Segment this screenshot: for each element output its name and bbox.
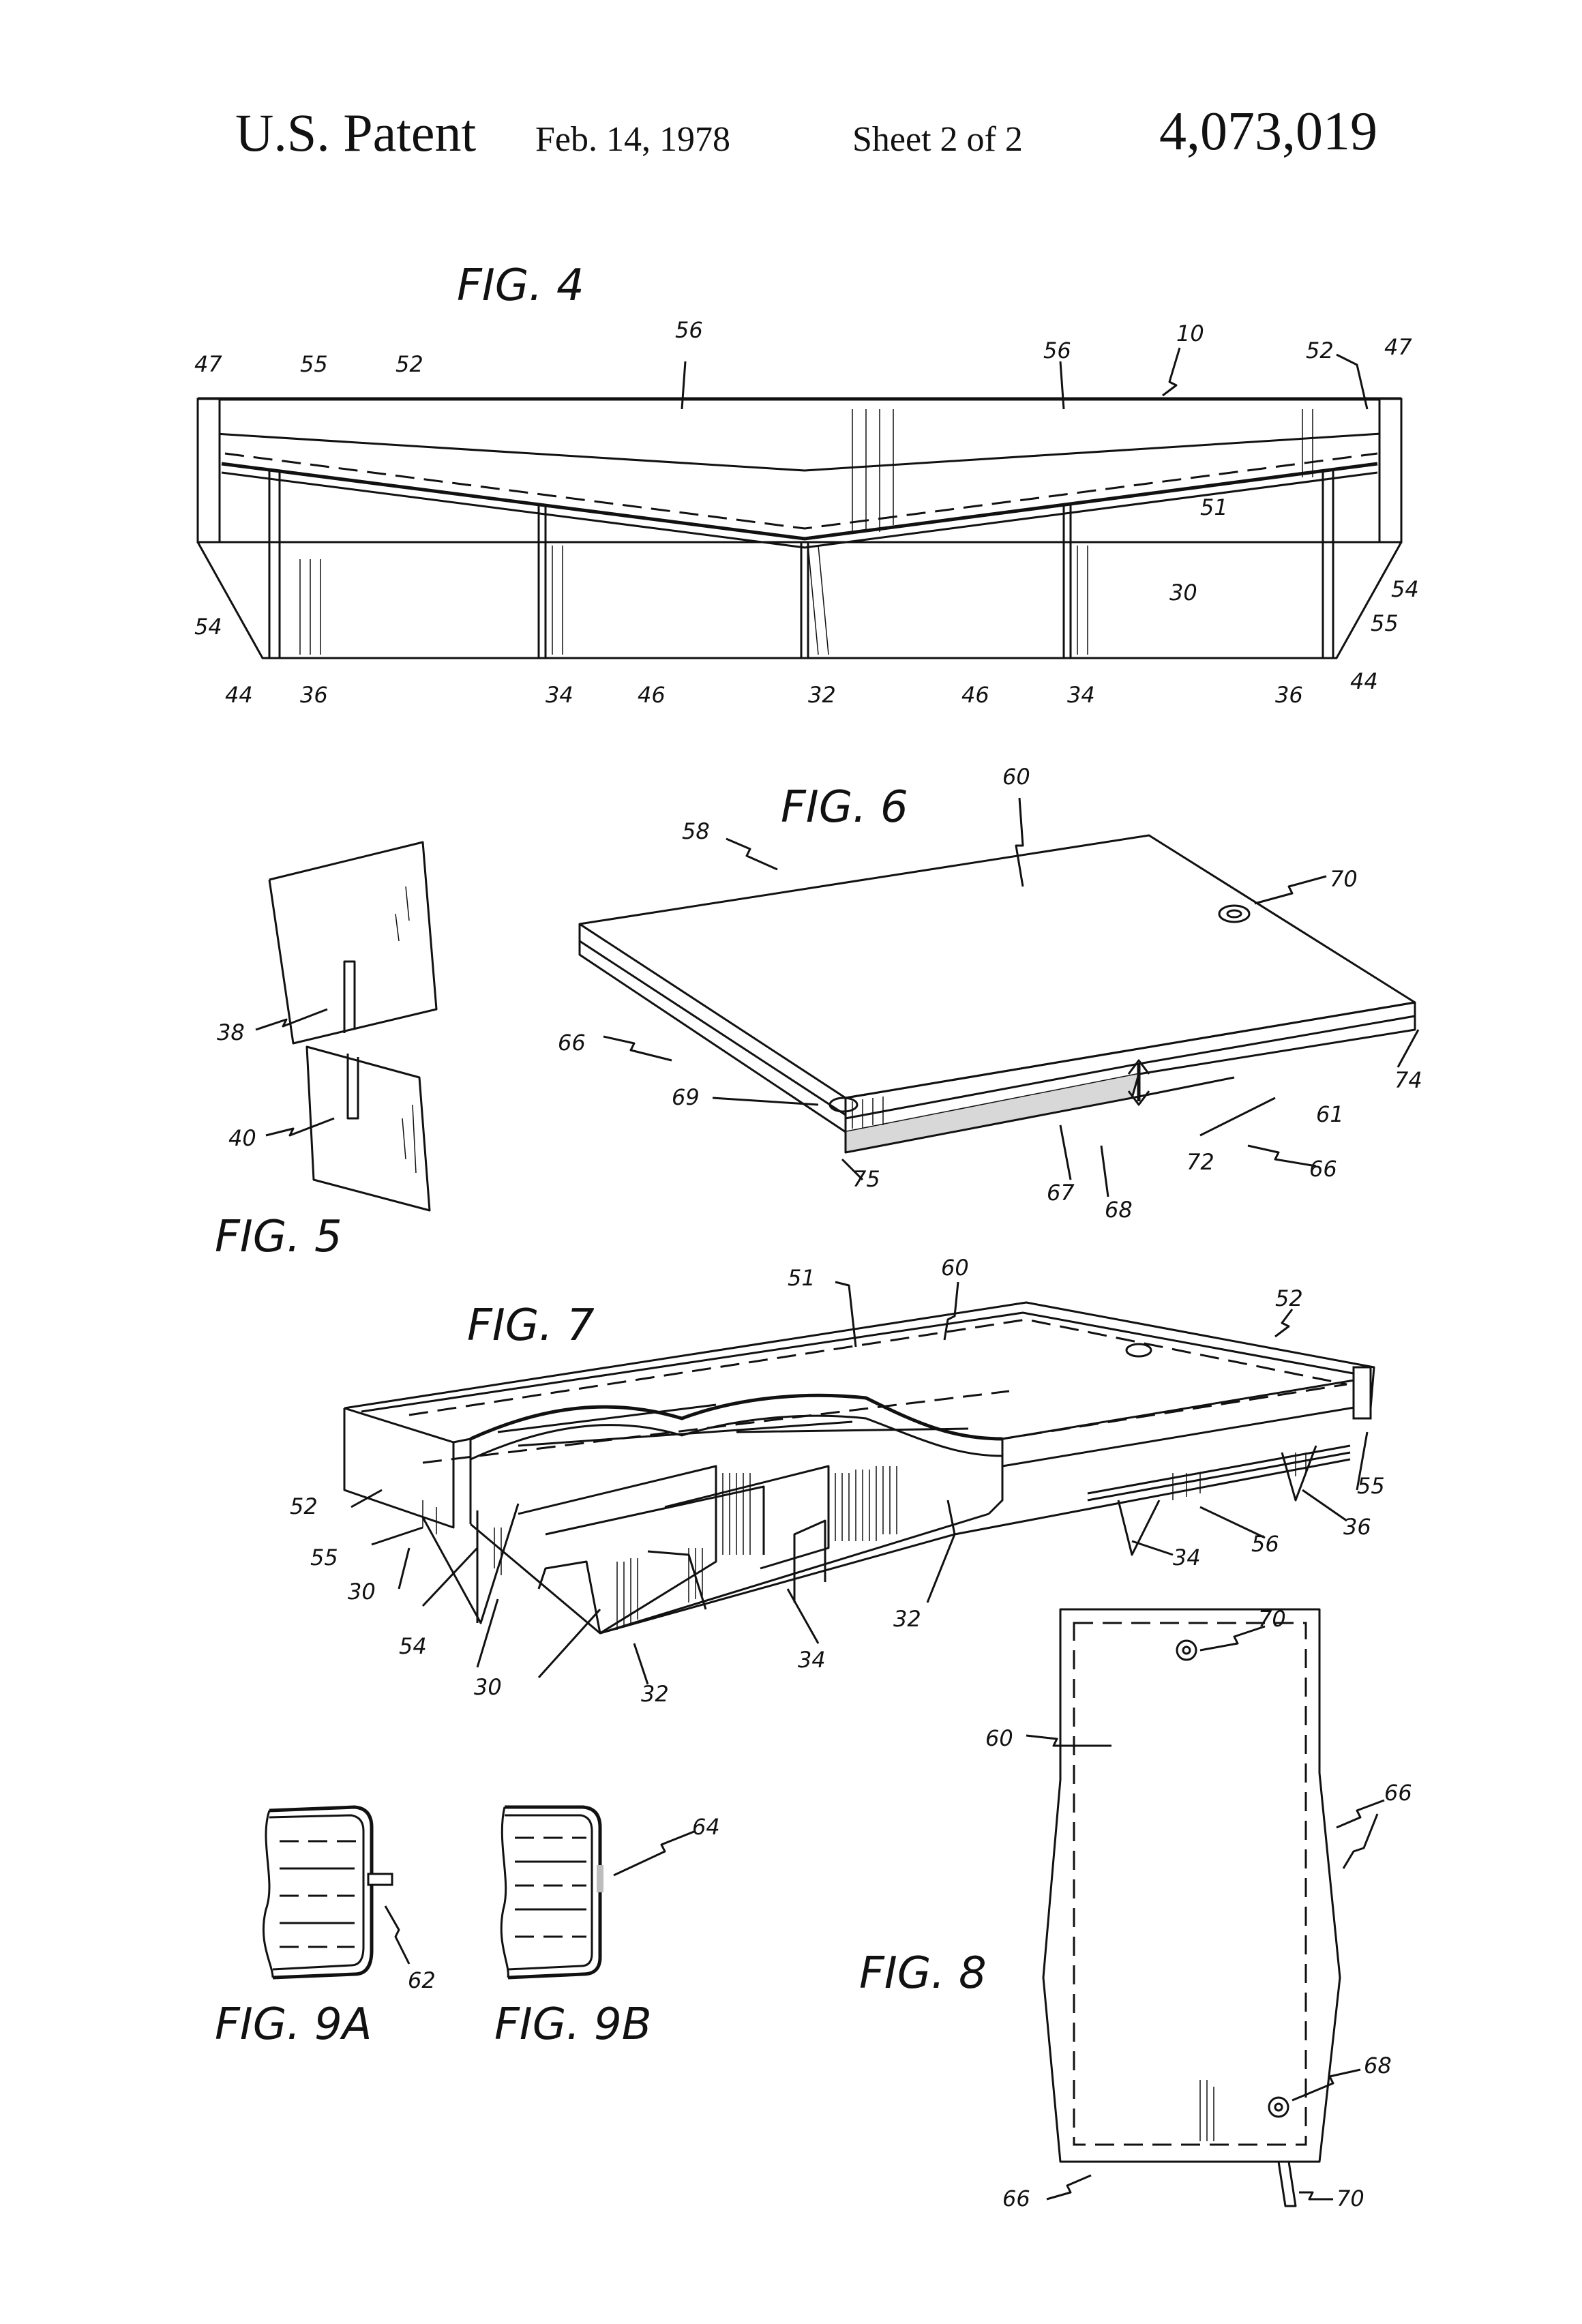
fig4-ref-51: 51 — [1200, 494, 1228, 520]
fig4-ref-44b: 44 — [1350, 668, 1378, 694]
fig4-ref-47b: 47 — [1384, 334, 1412, 360]
fig6-ref-66b: 66 — [1309, 1156, 1337, 1182]
fig4-ref-10: 10 — [1176, 321, 1204, 346]
fig7-ref-52a: 52 — [1275, 1285, 1303, 1311]
fig7-ref-51: 51 — [788, 1265, 816, 1291]
fig6-ref-70: 70 — [1330, 866, 1358, 892]
fig6-ref-69: 69 — [672, 1084, 700, 1110]
fig4-ref-54a: 54 — [194, 614, 222, 640]
figure-5-label: FIG. 5 — [215, 1212, 342, 1262]
fig4-ref-52a: 52 — [395, 351, 423, 377]
fig7-ref-34b: 34 — [798, 1647, 826, 1673]
fig8-ref-66b: 66 — [1002, 2186, 1030, 2211]
fig7-ref-34a: 34 — [1173, 1545, 1201, 1570]
figure-6-drawing — [580, 798, 1418, 1197]
fig7-ref-52b: 52 — [290, 1493, 318, 1519]
fig9b-ref-64: 64 — [692, 1814, 720, 1840]
fig7-ref-30b: 30 — [474, 1674, 502, 1700]
fig7-ref-30a: 30 — [348, 1579, 376, 1605]
fig6-ref-60: 60 — [1002, 764, 1030, 790]
fig4-ref-34b: 34 — [1067, 682, 1095, 708]
fig4-ref-55b: 55 — [1371, 610, 1399, 636]
fig4-ref-52b: 52 — [1306, 338, 1334, 363]
fig4-ref-32: 32 — [808, 682, 836, 708]
figure-4-refs: 10 47 55 52 56 56 52 47 51 30 54 54 55 4… — [194, 317, 1419, 708]
fig6-ref-75: 75 — [852, 1166, 880, 1192]
fig7-ref-32b: 32 — [893, 1606, 921, 1632]
fig7-ref-60: 60 — [941, 1255, 969, 1281]
fig7-ref-55a: 55 — [310, 1545, 338, 1570]
fig6-ref-66a: 66 — [558, 1030, 586, 1056]
fig4-ref-56b: 56 — [1043, 338, 1071, 363]
figure-8-label: FIG. 8 — [859, 1948, 987, 1999]
fig4-ref-46b: 46 — [961, 682, 989, 708]
fig4-ref-36a: 36 — [300, 682, 328, 708]
figure-4-label: FIG. 4 — [457, 260, 584, 311]
fig4-ref-56a: 56 — [675, 317, 703, 343]
fig4-ref-44a: 44 — [225, 682, 253, 708]
fig7-ref-56: 56 — [1251, 1531, 1279, 1557]
fig7-ref-36: 36 — [1343, 1514, 1371, 1540]
fig6-ref-58: 58 — [682, 818, 710, 844]
fig7-ref-55b: 55 — [1357, 1473, 1385, 1499]
fig4-ref-54b: 54 — [1391, 576, 1419, 602]
fig6-ref-68: 68 — [1105, 1197, 1133, 1223]
fig7-ref-32a: 32 — [641, 1681, 669, 1707]
fig8-ref-70b: 70 — [1337, 2186, 1364, 2211]
figure-6-label: FIG. 6 — [781, 782, 908, 833]
fig6-ref-61: 61 — [1316, 1101, 1344, 1127]
fig5-ref-40: 40 — [228, 1125, 256, 1151]
figure-9a-drawing — [263, 1807, 409, 1978]
figure-9a-label: FIG. 9A — [215, 1999, 372, 2050]
fig6-ref-67: 67 — [1047, 1180, 1075, 1206]
fig6-ref-72: 72 — [1186, 1149, 1214, 1175]
fig8-ref-70a: 70 — [1258, 1606, 1286, 1632]
figure-8-drawing — [1026, 1609, 1384, 2206]
fig4-ref-34a: 34 — [546, 682, 573, 708]
fig4-ref-47a: 47 — [194, 351, 222, 377]
fig8-ref-60: 60 — [985, 1725, 1013, 1751]
fig6-ref-74: 74 — [1394, 1067, 1422, 1093]
figure-6-refs: 60 58 70 66 74 69 61 72 66 75 67 68 — [558, 764, 1422, 1223]
fig9a-ref-62: 62 — [408, 1967, 436, 1993]
figure-5-drawing — [256, 842, 436, 1210]
fig7-ref-54: 54 — [399, 1633, 427, 1659]
figure-9b-drawing — [501, 1807, 696, 1978]
fig8-ref-68: 68 — [1364, 2053, 1392, 2079]
fig5-ref-38: 38 — [217, 1019, 245, 1045]
fig4-ref-46a: 46 — [638, 682, 666, 708]
figure-9b-label: FIG. 9B — [494, 1999, 652, 2050]
fig8-ref-66a: 66 — [1384, 1780, 1412, 1806]
fig4-ref-30: 30 — [1169, 580, 1197, 606]
fig4-ref-36b: 36 — [1275, 682, 1303, 708]
fig4-ref-55a: 55 — [300, 351, 328, 377]
figure-7-label: FIG. 7 — [467, 1300, 595, 1351]
